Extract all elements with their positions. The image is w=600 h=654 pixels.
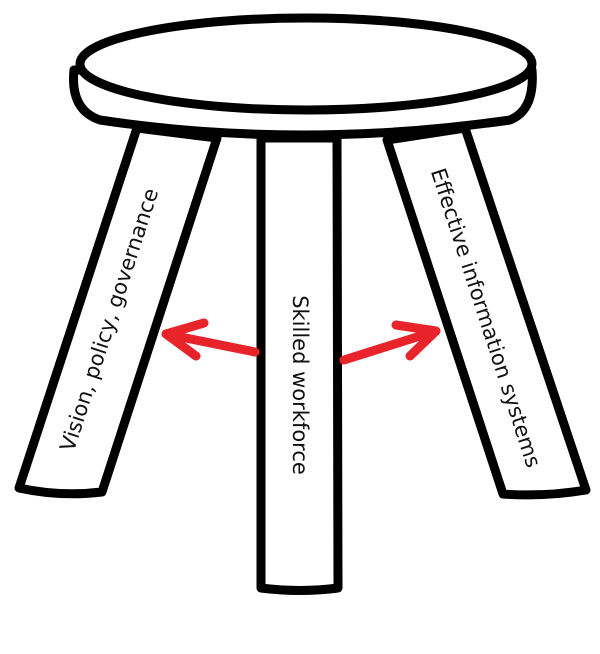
arrow-to-left-leg [161,318,260,361]
arrow-to-right-leg [339,320,441,365]
stool-leg-left [14,123,222,499]
stool-seat-top [75,13,537,115]
stool-leg-right [382,123,591,500]
stool-leg-middle [256,133,343,595]
leg-label-middle: Skilled workforce [288,295,312,475]
